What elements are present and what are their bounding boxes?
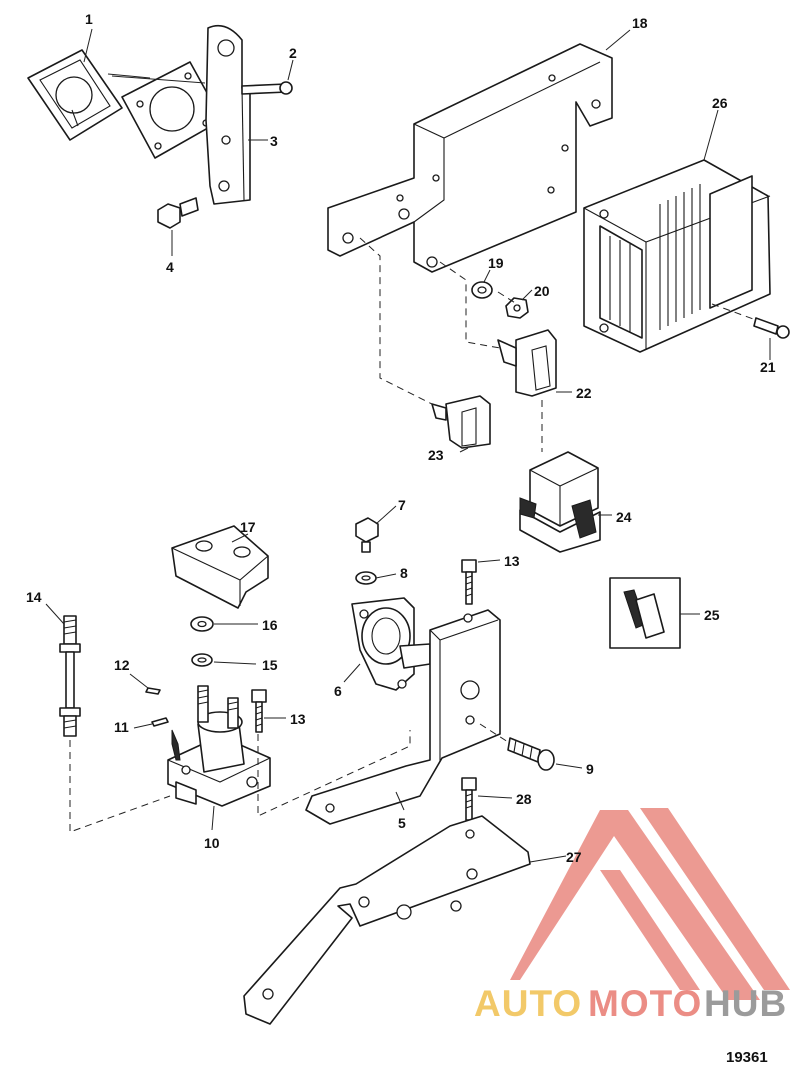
- part-21-screw: [753, 317, 790, 339]
- part-24-relay: [519, 451, 601, 553]
- part-8-washer: [355, 571, 377, 585]
- callout-22: 22: [576, 385, 592, 401]
- part-15-washer: [191, 653, 213, 667]
- watermark-triangle-icon: [510, 808, 790, 1000]
- part-16-nut: [190, 616, 214, 632]
- callout-13-right: 13: [504, 553, 520, 569]
- part-1-gasket: [27, 49, 123, 141]
- part-18-bracket: [327, 43, 613, 273]
- callout-13-left: 13: [290, 711, 306, 727]
- part-11-pin: [151, 717, 169, 727]
- callout-12: 12: [114, 657, 130, 673]
- watermark-auto: AUTO: [474, 983, 582, 1024]
- part-22-clip: [497, 329, 557, 397]
- part-3-bracket: [205, 24, 251, 205]
- callout-1: 1: [85, 11, 93, 27]
- callout-15: 15: [262, 657, 278, 673]
- callout-5: 5: [398, 815, 406, 831]
- callout-23: 23: [428, 447, 444, 463]
- part-23-clip: [431, 395, 491, 449]
- part-2-screw: [241, 81, 293, 95]
- callout-21: 21: [760, 359, 776, 375]
- watermark-moto: MOTO: [588, 983, 702, 1024]
- part-25-fuse: [609, 577, 681, 649]
- callout-25: 25: [704, 607, 720, 623]
- callout-20: 20: [534, 283, 550, 299]
- part-13-bolt-right: [461, 559, 477, 605]
- callout-14: 14: [26, 589, 42, 605]
- part-5-bracket: [305, 609, 501, 825]
- callout-17: 17: [240, 519, 256, 535]
- part-9-screw: [507, 737, 555, 771]
- figure-number: 19361: [726, 1049, 768, 1066]
- callout-18: 18: [632, 15, 648, 31]
- callout-16: 16: [262, 617, 278, 633]
- callout-3: 3: [270, 133, 278, 149]
- callout-26: 26: [712, 95, 728, 111]
- watermark-logo: AUTO MOTO HUB: [474, 808, 790, 1024]
- callout-9: 9: [586, 761, 594, 777]
- callout-19: 19: [488, 255, 504, 271]
- callout-2: 2: [289, 45, 297, 61]
- part-20-nut: [505, 297, 529, 319]
- callout-6: 6: [334, 683, 342, 699]
- part-6-circuit-breaker: [351, 597, 431, 691]
- part-10-solenoid: [167, 685, 271, 807]
- part-27-plate: [243, 815, 531, 1025]
- part-7-bolt: [355, 517, 379, 553]
- part-4-bolt: [157, 197, 199, 229]
- callout-8: 8: [400, 565, 408, 581]
- callout-24: 24: [616, 509, 632, 525]
- part-28-bolt: [461, 777, 477, 821]
- callout-4: 4: [166, 259, 174, 275]
- part-26-ecm-module: [583, 159, 771, 353]
- callout-11: 11: [114, 719, 129, 735]
- callout-28: 28: [516, 791, 532, 807]
- callout-27: 27: [566, 849, 582, 865]
- watermark-hub: HUB: [704, 983, 787, 1024]
- part-19-washer: [471, 281, 493, 299]
- part-14-stud: [59, 615, 81, 737]
- part-13-bolt-left: [251, 689, 267, 733]
- part-12-pin: [145, 687, 161, 695]
- callout-7: 7: [398, 497, 406, 513]
- part-17-cover: [171, 525, 269, 609]
- callout-10: 10: [204, 835, 220, 851]
